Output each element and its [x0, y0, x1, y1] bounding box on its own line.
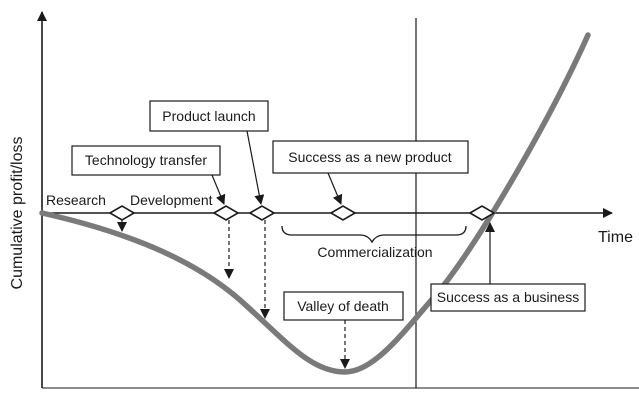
callout-technology-transfer: Technology transfer [85, 152, 208, 168]
callout-success-new-product: Success as a new product [288, 149, 452, 165]
commercialization-label: Commercialization [317, 244, 432, 260]
x-axis-label: Time [598, 229, 633, 246]
callout-box-valley-of-death [283, 291, 404, 321]
y-axis-label: Cumulative profit/loss [9, 137, 26, 290]
commercialization-brace [281, 225, 467, 244]
stage-development-label: Development [130, 192, 213, 208]
arrow-product-launch [246, 130, 265, 205]
stage-research-label: Research [46, 192, 106, 208]
callout-product-launch: Product launch [162, 108, 255, 124]
arrow-success-new-product [327, 172, 343, 205]
profit-loss-curve [39, 32, 591, 375]
callout-success-business: Success as a business [437, 289, 579, 305]
callout-box-success-business [430, 283, 586, 312]
callout-box-success-new-product [272, 140, 469, 174]
milestone-diamond-development-start [108, 205, 136, 221]
callout-valley-of-death: Valley of death [297, 298, 389, 314]
milestone-diamond-product-launch [248, 205, 276, 221]
arrow-technology-transfer [211, 174, 226, 205]
callout-box-product-launch [149, 100, 269, 132]
milestone-diamond-business [468, 205, 496, 221]
milestone-diamond-new-product [329, 205, 357, 221]
milestone-diamond-technology-transfer [212, 205, 240, 221]
callout-box-technology-transfer [71, 145, 221, 176]
